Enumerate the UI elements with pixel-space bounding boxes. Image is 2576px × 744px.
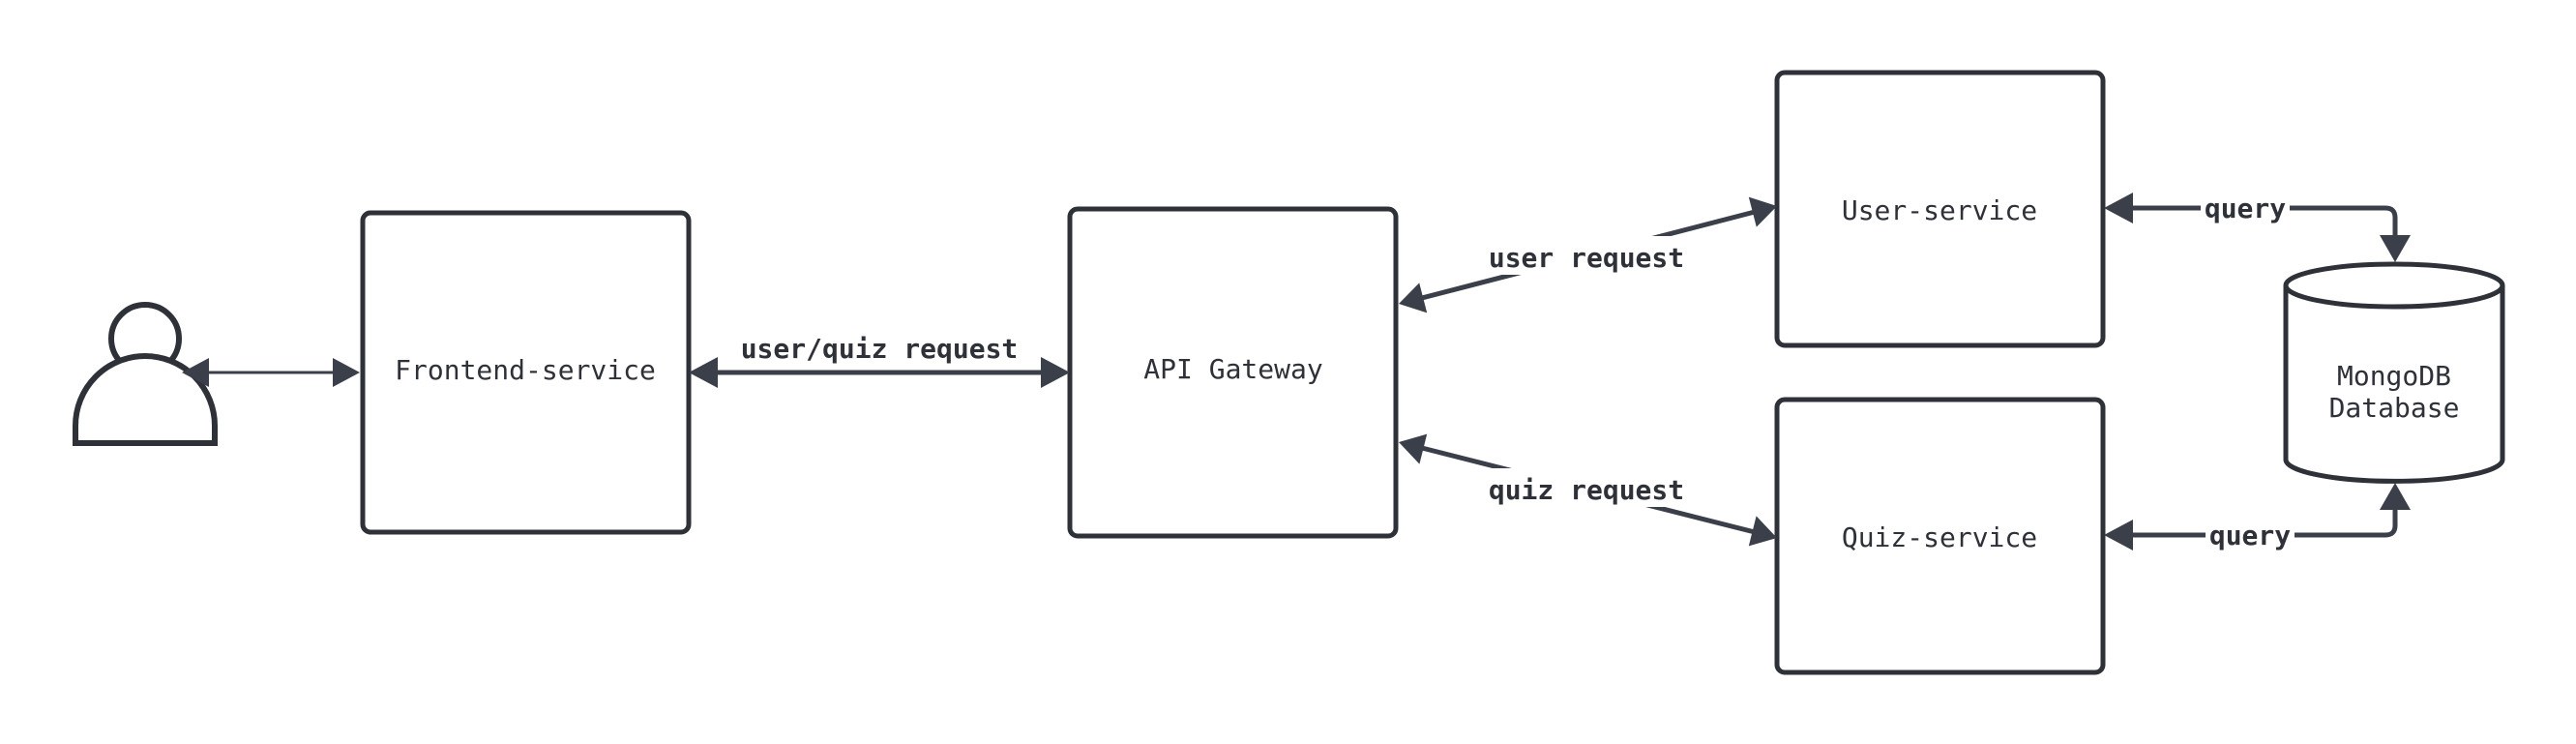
frontend-gateway-edge: user/quiz request	[689, 333, 1070, 388]
user-db-label: query	[2205, 193, 2286, 224]
database-label-line1: MongoDB	[2337, 360, 2451, 392]
gateway-user-label: user request	[1489, 242, 1684, 274]
frontend-service-node: Frontend-service	[360, 210, 692, 535]
quiz-db-edge: query	[2104, 483, 2411, 551]
api-gateway-label: API Gateway	[1143, 353, 1322, 385]
user-frontend-edge	[182, 358, 360, 387]
gateway-quiz-label: quiz request	[1489, 474, 1684, 506]
frontend-service-label: Frontend-service	[395, 354, 656, 386]
user-db-edge: query	[2104, 192, 2411, 262]
user-service-label: User-service	[1842, 194, 2037, 226]
database-label-line2: Database	[2329, 392, 2460, 424]
quiz-db-label: query	[2209, 520, 2291, 551]
quiz-service-node: Quiz-service	[1774, 397, 2106, 675]
gateway-user-edge: user request	[1399, 196, 1777, 313]
user-service-node: User-service	[1774, 70, 2106, 348]
quiz-service-label: Quiz-service	[1842, 521, 2037, 553]
api-gateway-node: API Gateway	[1067, 206, 1399, 539]
gateway-quiz-edge: quiz request	[1399, 433, 1777, 547]
frontend-gateway-label: user/quiz request	[741, 333, 1019, 365]
mongodb-database-node: MongoDB Database	[2283, 261, 2505, 484]
person-icon	[73, 302, 218, 446]
